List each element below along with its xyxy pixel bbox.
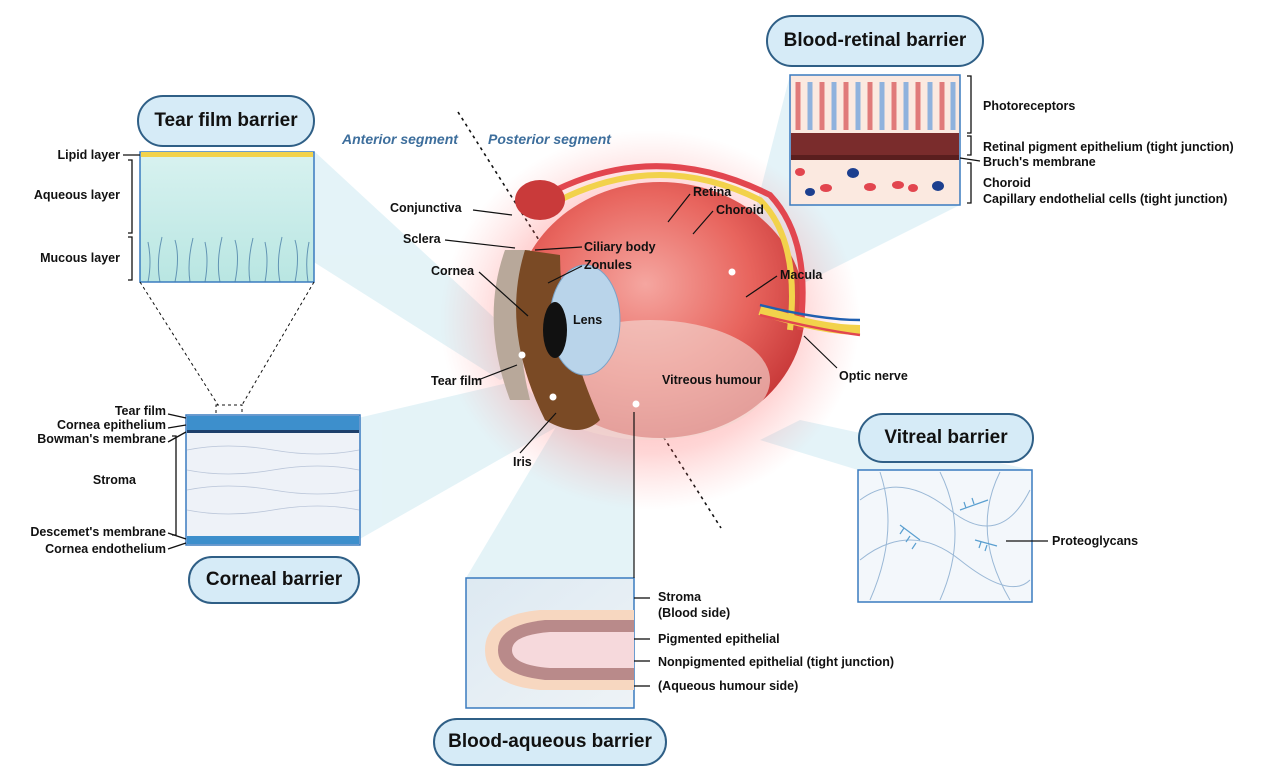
choroid-label: Choroid [716, 203, 764, 217]
pigmented-epithelial-label: Pigmented epithelial [658, 632, 780, 646]
blood-side-label: (Blood side) [658, 606, 730, 620]
aqueous-layer-label: Aqueous layer [34, 188, 120, 202]
aqueous-stroma-label: Stroma [658, 590, 701, 604]
cornea-tear-film-label: Tear film [115, 404, 166, 418]
bowmans-membrane-label: Bowman's membrane [37, 432, 166, 446]
retinal-choroid-label: Choroid [983, 176, 1031, 190]
aqueous-panel [466, 578, 634, 708]
photoreceptors-label: Photoreceptors [983, 99, 1075, 113]
vitreal-barrier-title: Vitreal barrier [858, 413, 1034, 463]
capillary-endothelial-label: Capillary endothelial cells (tight junct… [983, 192, 1227, 206]
conjunctiva-label: Conjunctiva [390, 201, 462, 215]
retina-label: Retina [693, 185, 731, 199]
cornea-stroma-label: Stroma [93, 473, 136, 487]
macula-label: Macula [780, 268, 822, 282]
proteoglycans-label: Proteoglycans [1052, 534, 1138, 548]
blood-aqueous-barrier-title: Blood-aqueous barrier [433, 718, 667, 766]
anterior-segment-label: Anterior segment [342, 131, 458, 147]
descemets-membrane-label: Descemet's membrane [30, 525, 166, 539]
conjunctiva-fold [515, 180, 565, 220]
cornea-brackets [168, 414, 186, 549]
pupil [543, 302, 567, 358]
optic-nerve-label: Optic nerve [839, 369, 908, 383]
tear-film-barrier-title: Tear film barrier [137, 95, 315, 147]
cornea-epithelium-label: Cornea epithelium [57, 418, 166, 432]
lens-label: Lens [573, 313, 602, 327]
ciliary-body-label: Ciliary body [584, 240, 656, 254]
retinal-brackets [960, 76, 980, 203]
retinal-panel [790, 75, 960, 205]
mucous-layer-label: Mucous layer [40, 251, 120, 265]
tear-film-panel [140, 152, 314, 282]
vitreal-panel [858, 470, 1032, 602]
aqueous-humour-side-label: (Aqueous humour side) [658, 679, 798, 693]
nonpigmented-epithelial-label: Nonpigmented epithelial (tight junction) [658, 655, 894, 669]
cornea-endothelium-label: Cornea endothelium [45, 542, 166, 556]
lipid-layer-label: Lipid layer [57, 148, 120, 162]
bruchs-membrane-label: Bruch's membrane [983, 155, 1096, 169]
zoom-lines [140, 282, 314, 425]
iris-label: Iris [513, 455, 532, 469]
tear-film-brackets [123, 155, 140, 280]
corneal-barrier-title: Corneal barrier [188, 556, 360, 604]
aqueous-leaders [634, 598, 650, 686]
sclera-label: Sclera [403, 232, 441, 246]
blood-retinal-barrier-title: Blood-retinal barrier [766, 15, 984, 67]
zonules-label: Zonules [584, 258, 632, 272]
tear-film-eye-label: Tear film [431, 374, 482, 388]
vitreous-humour-label: Vitreous humour [662, 373, 762, 387]
cornea-panel [186, 415, 360, 545]
rpe-label: Retinal pigment epithelium (tight juncti… [983, 140, 1234, 154]
posterior-segment-label: Posterior segment [488, 131, 611, 147]
cornea-label: Cornea [431, 264, 474, 278]
